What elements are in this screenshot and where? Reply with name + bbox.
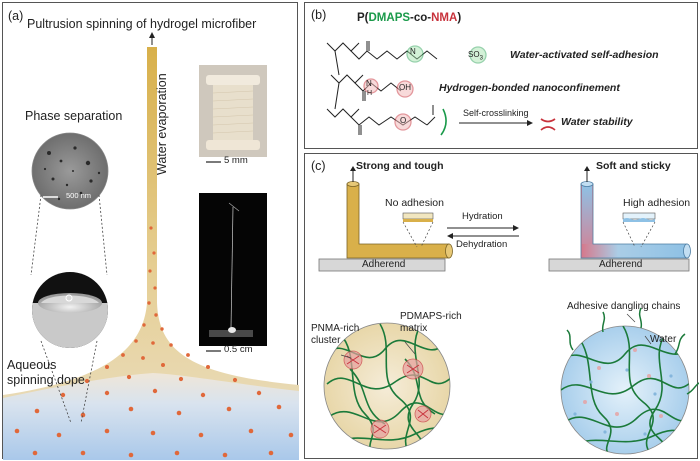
left-fiber	[318, 166, 453, 272]
fiber-cone	[3, 47, 299, 460]
panel-b-label: (b)	[311, 8, 327, 22]
zoom-lines	[30, 194, 108, 424]
panel-b: (b) P(DMAPS-co-NMA)	[304, 2, 698, 149]
polymer-dmaps: DMAPS	[368, 12, 411, 24]
phase-separation-label: Phase separation	[25, 109, 123, 123]
pull-arrow-head	[149, 32, 155, 38]
spool-shape	[206, 75, 260, 150]
pnma-cluster-label: PNMA-rich cluster	[311, 323, 360, 346]
adherend-left-label: Adherend	[362, 259, 406, 270]
spool-scale-label: 5 mm	[224, 155, 248, 166]
pdmaps-matrix-label: PDMAPS-rich matrix	[400, 311, 462, 334]
high-adhesion-label: High adhesion	[623, 197, 691, 209]
soft-sticky-label: Soft and sticky	[596, 160, 671, 172]
sem-scale-label: 500 nm	[66, 191, 92, 200]
spinning-illustration	[3, 32, 299, 460]
dangling-chains	[566, 307, 699, 395]
nh-atom: N	[366, 79, 372, 88]
fiber-scale-label: 0.5 cm	[224, 344, 253, 355]
chemical-structure	[326, 41, 556, 136]
so3-text: SO	[468, 50, 480, 59]
so3-group: SO3	[468, 50, 483, 62]
water-evaporation-label: Water evaporation	[155, 73, 169, 175]
dehydration-label: Dehydration	[456, 239, 508, 250]
hydration-label: Hydration	[462, 211, 503, 222]
oh-group: OH	[399, 83, 411, 92]
water-label: Water	[650, 334, 677, 345]
panel-a-label: (a)	[8, 9, 24, 23]
polymer-suffix: )	[457, 12, 462, 24]
left-network	[323, 322, 451, 450]
adhesion-schematic	[318, 166, 699, 455]
panel-c: (c) Strong and tough Soft and sticky	[304, 153, 699, 459]
panel-c-label: (c)	[311, 159, 326, 173]
adhesive-chains-label: Adhesive dangling chains	[567, 301, 681, 312]
sem-pores	[43, 146, 101, 201]
right-fiber	[548, 166, 691, 272]
polymer-co: -co-	[410, 12, 432, 24]
right-network	[560, 307, 699, 455]
water-stability-label: Water stability	[561, 116, 633, 128]
fiber-photo-content	[209, 202, 253, 337]
nanoconfinement-label: Hydrogen-bonded nanoconfinement	[439, 82, 620, 94]
sem-micrograph	[31, 132, 109, 210]
crosslinking-label: Self-crosslinking	[463, 108, 529, 118]
aqueous-dope-label: Aqueous spinning dope	[7, 358, 85, 387]
left-inset	[402, 212, 434, 248]
right-inset	[622, 212, 656, 248]
self-adhesion-label: Water-activated self-adhesion	[510, 49, 659, 61]
panel-a: (a) Pultrusion spinning of hydrogel micr…	[2, 2, 299, 460]
h-atom: H	[367, 90, 373, 97]
n-plus-atom: N	[410, 47, 416, 56]
spinning-dope-dome	[3, 373, 299, 460]
no-adhesion-label: No adhesion	[385, 197, 444, 209]
polymer-prefix: P(	[357, 12, 369, 24]
polymer-nma: NMA	[431, 12, 458, 24]
polymer-name: P(DMAPS-co-NMA)	[357, 12, 461, 24]
adherend-right-label: Adherend	[599, 259, 643, 270]
dope-particles	[14, 226, 294, 458]
strong-tough-label: Strong and tough	[356, 160, 444, 172]
panel-a-title: Pultrusion spinning of hydrogel microfib…	[27, 17, 257, 31]
o-atom: O	[400, 116, 407, 125]
droplet-photo	[32, 272, 108, 348]
so3-sub: 3	[479, 55, 483, 62]
